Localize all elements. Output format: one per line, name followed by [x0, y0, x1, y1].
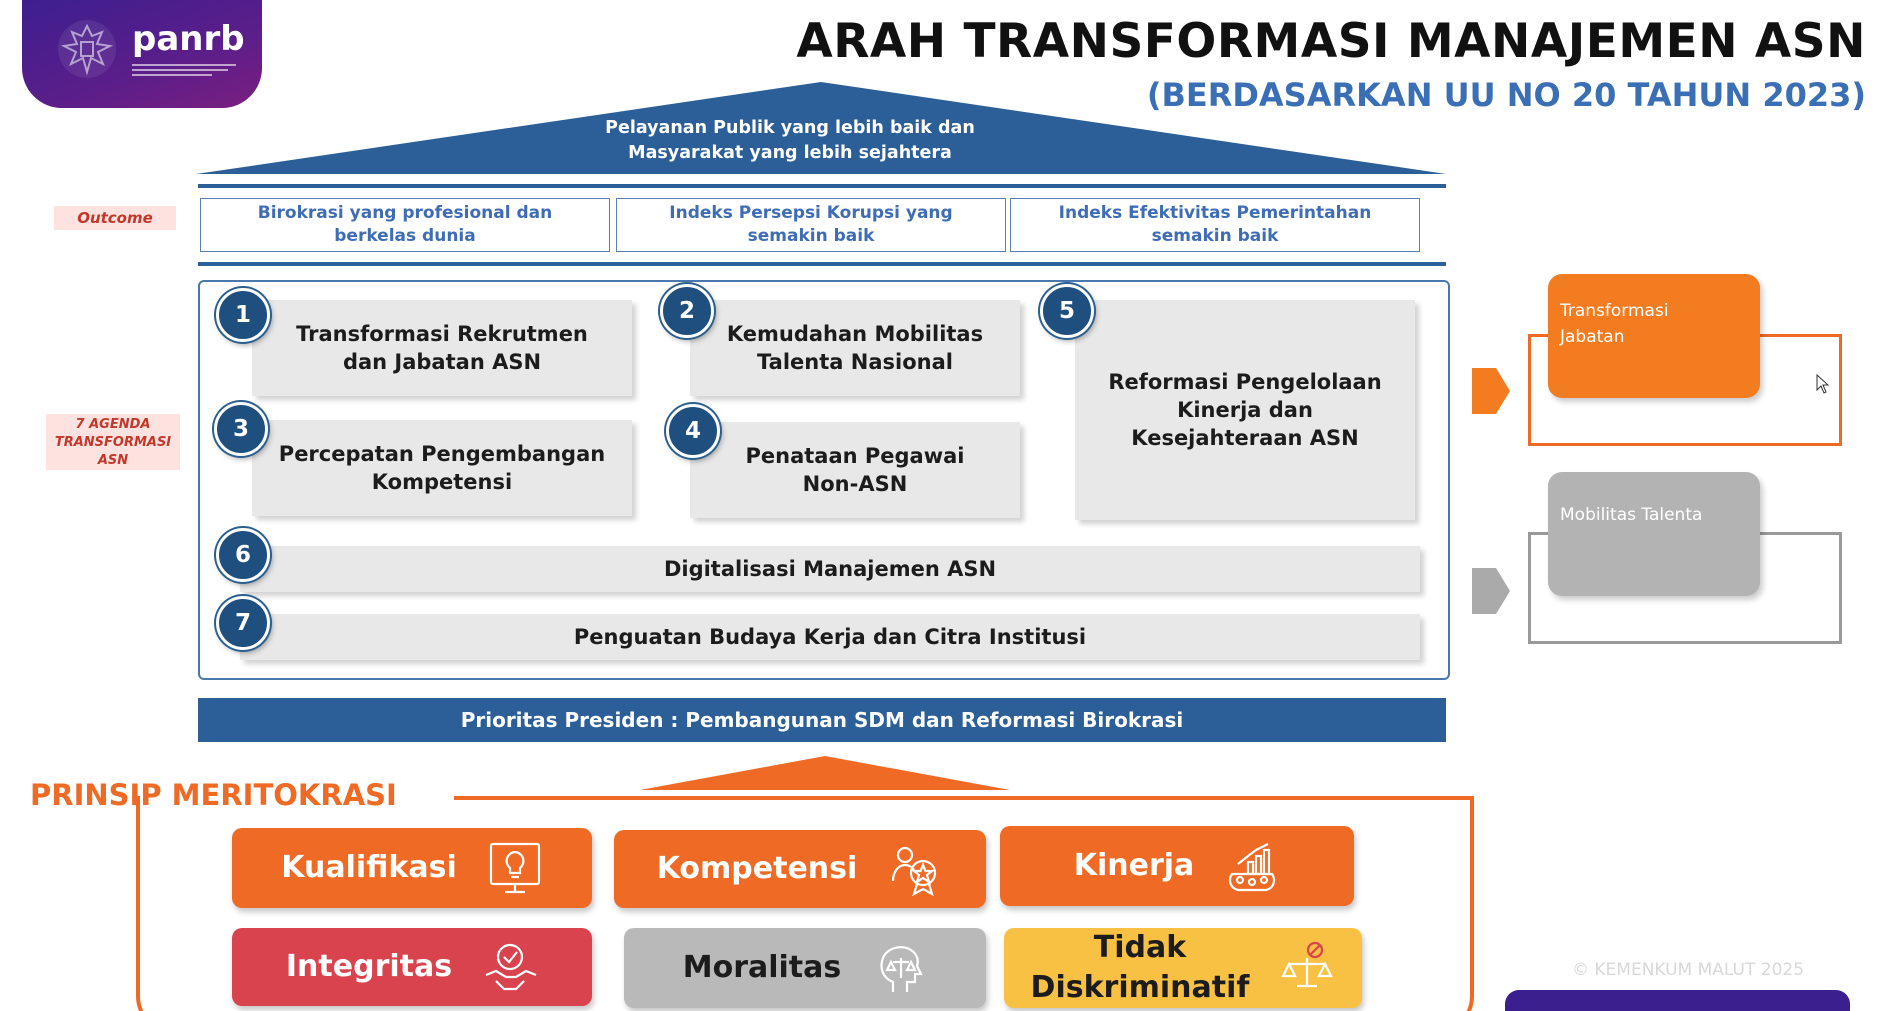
agenda-number-badge: 3 — [214, 402, 268, 456]
scale-forbidden-icon — [1281, 941, 1334, 988]
agenda-item-7: Penguatan Budaya Kerja dan Citra Institu… — [240, 614, 1420, 660]
outcome-text: Birokrasi yang profesional dan — [257, 203, 553, 223]
agenda-item-1: Transformasi Rekrutmen dan Jabatan ASN — [252, 300, 632, 396]
outcome-text: Indeks Persepsi Korupsi yang — [669, 203, 953, 223]
merit-frame — [136, 796, 1474, 1011]
agenda-label-line: ASN — [97, 453, 129, 468]
badge-star-icon — [892, 846, 937, 897]
agenda-number-badge: 4 — [666, 404, 720, 458]
agenda-text: Kinerja dan — [1177, 398, 1313, 422]
page-title: ARAH TRANSFORMASI MANAJEMEN ASN — [796, 14, 1866, 69]
agenda-text: Non-ASN — [802, 472, 908, 496]
mouse-cursor-icon — [1816, 374, 1830, 394]
roof-shape — [196, 82, 1446, 174]
merit-top-line — [454, 796, 1474, 800]
outcome-label: Outcome — [54, 206, 176, 230]
principle-kinerja: Kinerja — [1000, 826, 1354, 906]
principle-label: Kinerja — [1073, 848, 1195, 883]
roof-divider-top — [198, 184, 1446, 188]
agenda-text: Kemudahan Mobilitas — [726, 322, 984, 346]
agenda-text: Transformasi Rekrutmen — [296, 322, 588, 346]
principle-kompetensi: Kompetensi — [614, 830, 986, 908]
principle-integritas: Integritas — [232, 928, 592, 1006]
principle-label: Kompetensi — [656, 851, 858, 886]
agenda-text: Reformasi Pengelolaan — [1108, 370, 1382, 394]
agenda-number-badge: 6 — [216, 528, 270, 582]
roof-text: Pelayanan Publik yang lebih baik dan Mas… — [460, 116, 1120, 166]
card-label: Transformasi — [1560, 301, 1669, 321]
merit-triangle — [640, 756, 1010, 790]
agenda-label: 7 AGENDA TRANSFORMASI ASN — [46, 414, 180, 470]
ministry-fineprint — [132, 64, 236, 76]
principle-moralitas: Moralitas — [624, 928, 986, 1008]
agenda-number-badge: 2 — [660, 284, 714, 338]
agenda-number-badge: 5 — [1040, 284, 1094, 338]
principle-label: Integritas — [285, 949, 453, 984]
agenda-number-badge: 1 — [216, 288, 270, 342]
transformasi-jabatan-card[interactable]: Transformasi Jabatan — [1548, 274, 1760, 398]
agenda-text: Kompetensi — [371, 470, 513, 494]
principle-label-line: Tidak — [1093, 930, 1187, 965]
agenda-number-badge: 7 — [216, 596, 270, 650]
outcome-text: semakin baik — [1151, 226, 1279, 246]
lightbulb-icon — [489, 842, 540, 894]
brand-name: panrb — [132, 19, 245, 59]
card-label: Jabatan — [1560, 327, 1625, 347]
roof-line-1: Pelayanan Publik yang lebih baik dan — [605, 118, 975, 138]
page-subtitle: (BERDASARKAN UU NO 20 TAHUN 2023) — [1146, 76, 1866, 114]
garuda-emblem-icon — [58, 20, 116, 78]
outcome-box-efektivitas: Indeks Efektivitas Pemerintahan semakin b… — [1010, 198, 1420, 252]
outcome-text: Indeks Efektivitas Pemerintahan — [1058, 203, 1372, 223]
outcome-box-birokrasi: Birokrasi yang profesional dan berkelas d… — [200, 198, 610, 252]
corner-badge — [1505, 990, 1850, 1011]
principle-label-line: Diskriminatif — [1030, 970, 1250, 1005]
panrb-logo: panrb — [22, 0, 262, 108]
priority-bar: Prioritas Presiden : Pembangunan SDM dan… — [198, 698, 1446, 742]
mobilitas-talenta-card[interactable]: Mobilitas Talenta — [1548, 472, 1760, 596]
agenda-text: Digitalisasi Manajemen ASN — [663, 557, 997, 581]
agenda-text: Talenta Nasional — [757, 350, 953, 374]
outcome-text: berkelas dunia — [334, 226, 476, 246]
agenda-label-line: TRANSFORMASI — [54, 435, 172, 450]
agenda-text: Percepatan Pengembangan — [278, 442, 606, 466]
principle-label: Kualifikasi — [281, 850, 457, 885]
card-label: Mobilitas Talenta — [1560, 505, 1703, 525]
agenda-label-line: 7 AGENDA — [75, 417, 151, 432]
agenda-text: dan Jabatan ASN — [342, 350, 542, 374]
roof-line-2: Masyarakat yang lebih sejahtera — [628, 143, 952, 163]
merit-title: PRINSIP MERITOKRASI — [30, 778, 397, 812]
agenda-text: Penataan Pegawai — [745, 444, 965, 468]
outcome-box-korupsi: Indeks Persepsi Korupsi yang semakin baik — [616, 198, 1006, 252]
outcome-text: semakin baik — [747, 226, 875, 246]
agenda-text: Penguatan Budaya Kerja dan Citra Institu… — [573, 625, 1087, 649]
handshake-check-icon — [485, 943, 537, 991]
head-scale-icon — [880, 946, 924, 992]
performance-chart-icon — [1229, 843, 1276, 892]
principle-label: Moralitas — [682, 950, 842, 985]
watermark: © KEMENKUM MALUT 2025 — [1572, 960, 1805, 980]
outcome-divider-bottom — [198, 262, 1446, 266]
principle-kualifikasi: Kualifikasi — [232, 828, 592, 908]
agenda-text: Kesejahteraan ASN — [1131, 426, 1359, 450]
chevron-right-icon — [1472, 568, 1510, 614]
chevron-right-icon — [1472, 368, 1510, 414]
agenda-item-6: Digitalisasi Manajemen ASN — [240, 546, 1420, 592]
